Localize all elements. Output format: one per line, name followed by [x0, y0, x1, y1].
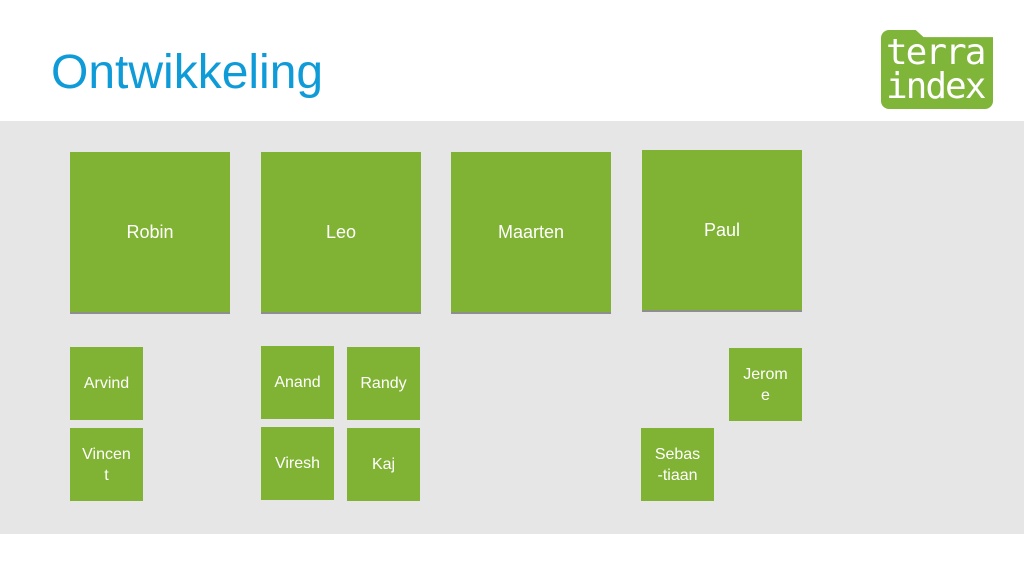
slide-title: Ontwikkeling [51, 46, 324, 99]
person-tile-kaj: Kaj [347, 428, 420, 501]
person-name: Kaj [371, 456, 396, 473]
person-name: Robin [126, 222, 174, 242]
person-name: Randy [360, 375, 407, 392]
logo-text-terra: terra [886, 32, 986, 73]
person-tile-randy: Randy [347, 347, 420, 420]
person-name: Vincen t [82, 445, 131, 484]
person-name: Leo [325, 222, 357, 242]
terra-index-logo: terra index [881, 30, 993, 109]
person-name: Jerom e [743, 365, 788, 404]
person-name: Viresh [274, 455, 321, 472]
person-tile-arvind: Arvind [70, 347, 143, 420]
person-tile-anand: Anand [261, 346, 334, 419]
person-name: Paul [703, 220, 741, 240]
logo-text-index: index [886, 66, 986, 107]
person-tile-jerome: Jerom e [729, 348, 802, 421]
person-tile-paul: Paul [642, 150, 802, 310]
person-tile-leo: Leo [261, 152, 421, 312]
person-name: Maarten [497, 222, 565, 242]
person-name: Arvind [83, 375, 130, 392]
person-tile-maarten: Maarten [451, 152, 611, 312]
person-tile-robin: Robin [70, 152, 230, 312]
person-tile-vincent: Vincen t [70, 428, 143, 501]
person-name: Anand [274, 374, 321, 391]
person-tile-viresh: Viresh [261, 427, 334, 500]
person-tile-sebastiaan: Sebas -tiaan [641, 428, 714, 501]
person-name: Sebas -tiaan [654, 445, 701, 484]
